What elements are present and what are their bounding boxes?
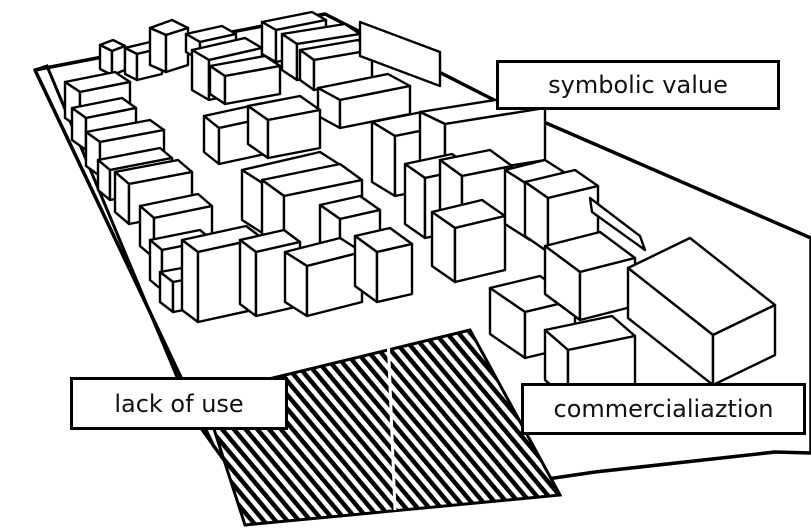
building-group-top <box>98 10 442 130</box>
unused-plaza-hatched <box>201 328 563 527</box>
building <box>148 18 190 74</box>
building <box>430 198 507 284</box>
building <box>283 236 364 318</box>
label-lack-of-use-text: lack of use <box>114 389 244 418</box>
building <box>353 226 414 304</box>
label-lack-of-use: lack of use <box>70 377 288 430</box>
building <box>98 38 127 77</box>
ground-edge <box>34 64 215 446</box>
building-group-center <box>180 94 414 324</box>
label-commercialization: commercialiaztion <box>521 383 806 435</box>
label-commercialization-text: commercialiaztion <box>553 395 774 423</box>
label-symbolic-value-text: symbolic value <box>548 71 728 99</box>
building <box>246 94 322 160</box>
label-symbolic-value: symbolic value <box>496 60 780 110</box>
building-group-right <box>370 94 777 402</box>
plaza-divider <box>386 334 397 511</box>
building <box>588 196 647 252</box>
building <box>358 20 442 88</box>
building <box>626 236 777 387</box>
building <box>208 54 282 106</box>
building <box>543 230 637 322</box>
